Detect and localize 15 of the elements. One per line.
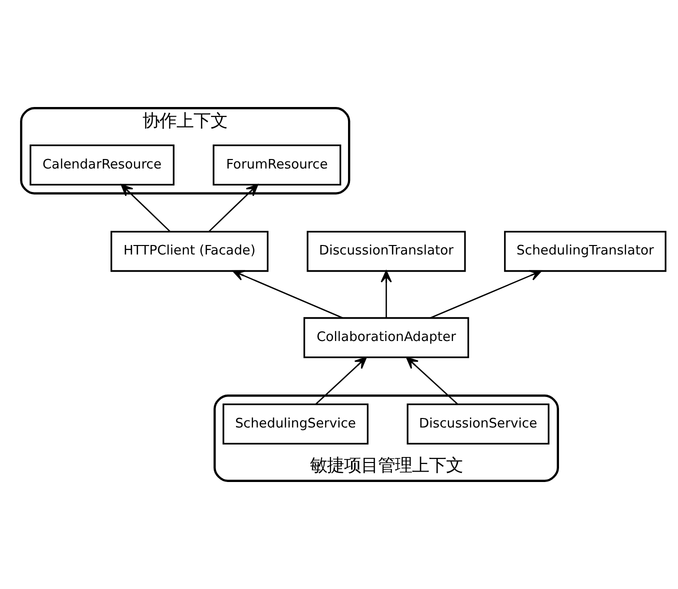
node-box: SchedulingService bbox=[222, 404, 369, 445]
node-box: SchedulingTranslator bbox=[504, 230, 666, 272]
node-box: HTTPClient (Facade) bbox=[110, 230, 268, 272]
arrow bbox=[406, 356, 458, 405]
arrow bbox=[315, 356, 367, 405]
arrow bbox=[120, 184, 171, 232]
node-box: CalendarResource bbox=[30, 144, 174, 186]
node-box: ForumResource bbox=[212, 144, 342, 186]
arrow bbox=[208, 184, 258, 232]
node-box: CollaborationAdapter bbox=[303, 317, 470, 358]
node-box: DiscussionTranslator bbox=[306, 230, 466, 272]
arrow bbox=[232, 270, 343, 318]
arrow bbox=[380, 270, 392, 318]
arrow bbox=[430, 270, 542, 318]
node-box: DiscussionService bbox=[406, 404, 550, 445]
